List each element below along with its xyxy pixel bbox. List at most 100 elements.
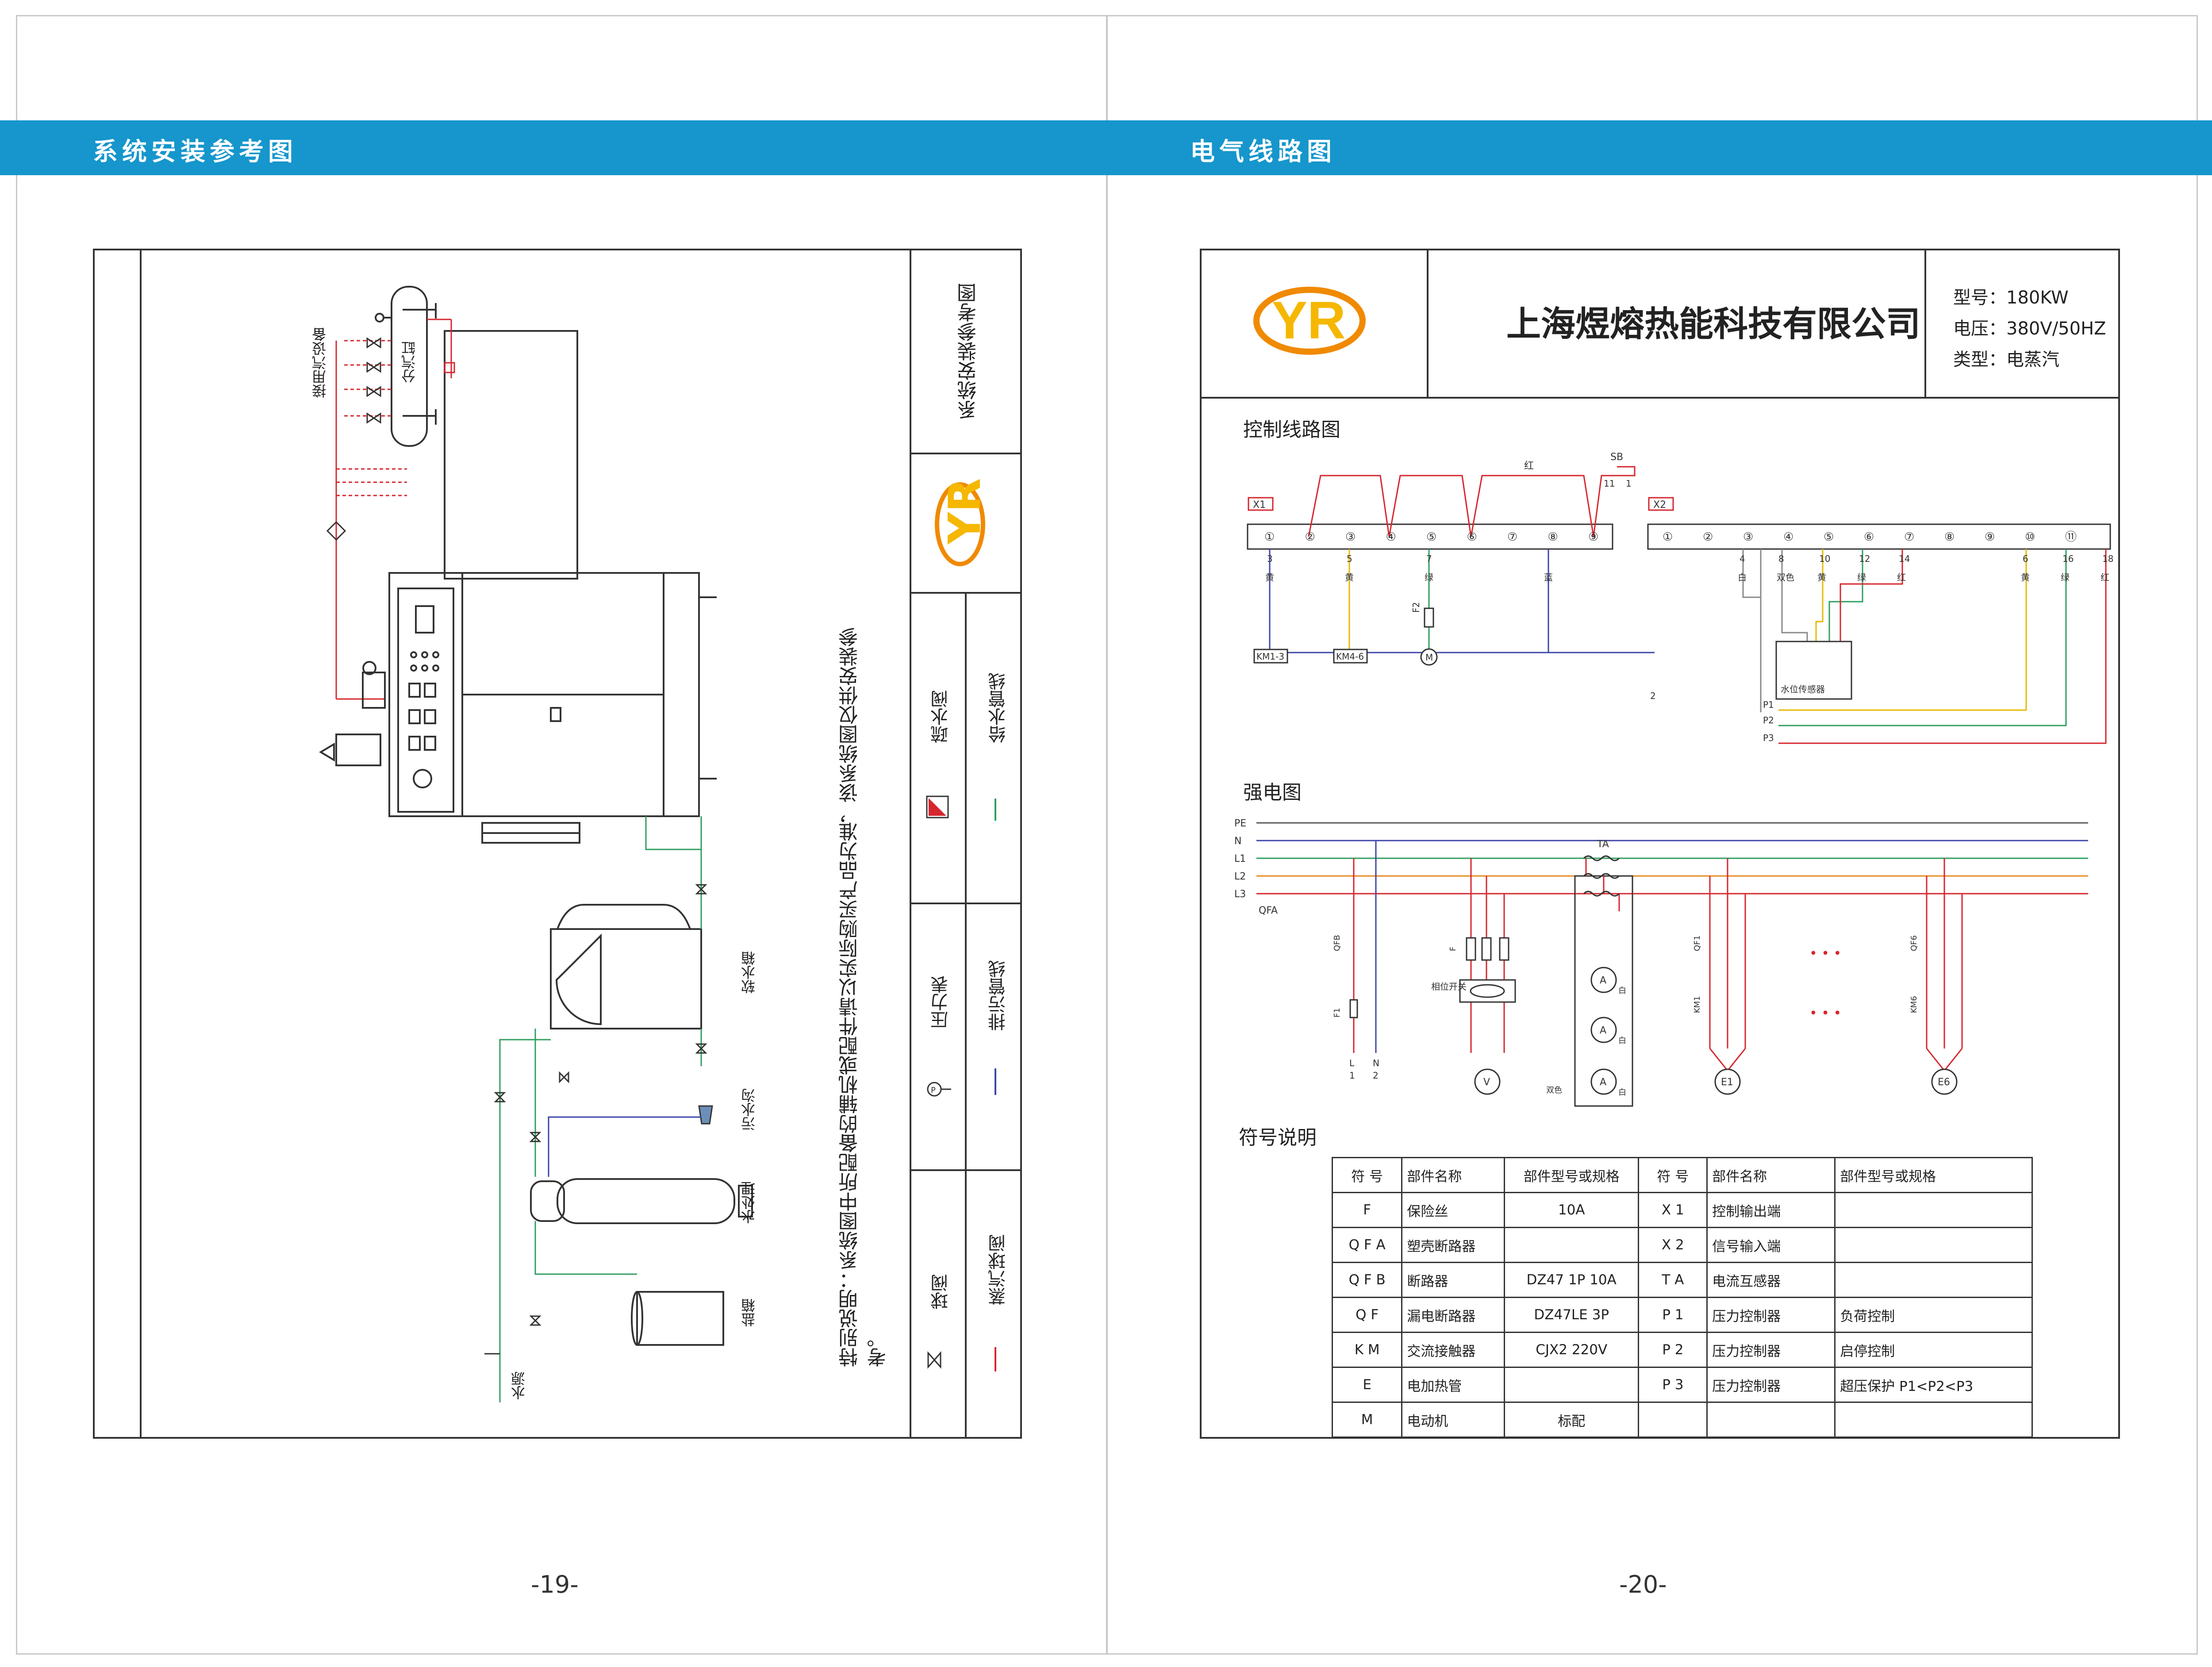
company-name: 上海煜熔热能科技有限公司 bbox=[1506, 304, 1921, 344]
label-source: 水源 bbox=[511, 1371, 527, 1400]
x1-wire-num-2: 5 bbox=[1347, 553, 1352, 564]
table-cell: 压力控制器 bbox=[1706, 1332, 1836, 1368]
p1-label: P1 bbox=[1763, 699, 1774, 710]
table-cell: 电动机 bbox=[1401, 1402, 1505, 1438]
x1-wire-num-1: 3 bbox=[1267, 553, 1273, 564]
x1-wire-color-1: 黄 bbox=[1265, 572, 1274, 583]
symbol-table-header-cell: 符 号 bbox=[1331, 1157, 1403, 1193]
x1-wire-color-3: 绿 bbox=[1425, 572, 1433, 583]
term-l: L bbox=[1349, 1058, 1355, 1068]
x2-terminal-6: ⑥ bbox=[1864, 530, 1874, 544]
power-circuit: PE N L1 L2 L3 QFA TA QFB F1 L N 1 2 F 相位 bbox=[1234, 818, 2088, 1107]
x2-wire-num-3: 10 bbox=[1819, 553, 1830, 564]
white-3: 白 bbox=[1618, 1088, 1626, 1097]
bus-end-label: 2 bbox=[1650, 691, 1656, 701]
x2-wire-color-4: 绿 bbox=[1857, 572, 1866, 583]
sb-label: SB bbox=[1610, 452, 1623, 463]
table-cell bbox=[1503, 1227, 1640, 1263]
table-cell: P 2 bbox=[1638, 1332, 1708, 1368]
x2-terminal-8: ⑧ bbox=[1944, 530, 1955, 544]
right-page-number: -20- bbox=[1619, 1571, 1667, 1598]
pressure-gauge-icon: P bbox=[927, 1082, 951, 1097]
header-divider-h bbox=[1200, 397, 2120, 399]
section-power-title: 强电图 bbox=[1243, 781, 1302, 804]
x2-terminal-7: ⑦ bbox=[1904, 530, 1914, 544]
table-cell: 交流接触器 bbox=[1401, 1332, 1505, 1368]
x1-terminal-8: ⑧ bbox=[1548, 530, 1558, 544]
legend-name-gauge: 压力表 bbox=[931, 976, 951, 1029]
x2-wire-color-5: 红 bbox=[1897, 572, 1906, 583]
table-cell: CJX2 220V bbox=[1503, 1332, 1640, 1368]
km46-label: KM4-6 bbox=[1336, 651, 1364, 662]
table-cell: 启停控制 bbox=[1834, 1332, 2033, 1368]
x1-wire-color-4: 蓝 bbox=[1544, 572, 1553, 583]
x2-wire-color-2: 双色 bbox=[1777, 572, 1794, 583]
table-cell bbox=[1834, 1402, 2033, 1438]
qfa-label: QFA bbox=[1259, 905, 1278, 916]
header-divider-v2 bbox=[1924, 249, 1926, 398]
motor-label: M bbox=[1425, 652, 1433, 663]
symbol-table-header-cell: 部件型号或规格 bbox=[1503, 1157, 1640, 1193]
table-cell: 信号输入端 bbox=[1706, 1227, 1836, 1263]
f2-label: F2 bbox=[1411, 602, 1421, 613]
label-salt: 盐箱 bbox=[741, 1298, 757, 1327]
table-cell: 10A bbox=[1503, 1192, 1640, 1228]
table-cell: 电加热管 bbox=[1401, 1367, 1505, 1403]
x2-wire-num-1: 4 bbox=[1740, 553, 1745, 564]
type-spec: 类型：电蒸汽 bbox=[1953, 350, 2059, 370]
yr-logo: YR bbox=[1253, 287, 1366, 355]
table-cell: Q F bbox=[1331, 1297, 1403, 1333]
model-spec: 型号：180KW bbox=[1953, 288, 2069, 308]
title-band bbox=[0, 120, 2212, 175]
x2-wire-color-1: 白 bbox=[1738, 572, 1747, 583]
x2-wire-num-6: 6 bbox=[2023, 553, 2028, 564]
p3-label: P3 bbox=[1763, 733, 1774, 743]
symbol-table-header-cell: 部件名称 bbox=[1401, 1157, 1505, 1193]
white-2: 白 bbox=[1618, 1036, 1626, 1045]
ammeter-3: A bbox=[1600, 1077, 1606, 1088]
x1-terminal-9: ⑨ bbox=[1588, 530, 1598, 544]
dots-2: • • • bbox=[1809, 1006, 1841, 1021]
x1-wire-labels: 3黄5黄7绿蓝 bbox=[1265, 553, 1553, 583]
svg-text:YR: YR bbox=[1272, 291, 1346, 350]
x2-terminal-3: ③ bbox=[1743, 530, 1753, 544]
table-cell: 压力控制器 bbox=[1706, 1297, 1836, 1333]
table-cell bbox=[1503, 1367, 1640, 1403]
sb-num-2: 1 bbox=[1626, 478, 1632, 489]
ball-valve-icon bbox=[927, 1351, 941, 1369]
ammeter-2: A bbox=[1600, 1025, 1606, 1036]
table-cell bbox=[1834, 1192, 2033, 1228]
yr-logo-small: YR bbox=[935, 478, 991, 566]
table-cell bbox=[1834, 1262, 2033, 1298]
table-cell: 断路器 bbox=[1401, 1262, 1505, 1298]
term-2: 2 bbox=[1373, 1070, 1379, 1081]
table-cell: K M bbox=[1331, 1332, 1403, 1368]
table-cell: X 2 bbox=[1638, 1227, 1708, 1263]
table-cell: 压力控制器 bbox=[1706, 1367, 1836, 1403]
table-cell: 漏电断路器 bbox=[1401, 1297, 1505, 1333]
red-label: 红 bbox=[1524, 461, 1534, 472]
x2-wire-color-8: 红 bbox=[2101, 572, 2109, 583]
left-band-title: 系统安装参考图 bbox=[93, 138, 297, 166]
bus-pe: PE bbox=[1234, 818, 1246, 829]
x2-terminal-9: ⑨ bbox=[1985, 530, 1995, 544]
x2-wire-color-3: 黄 bbox=[1817, 572, 1826, 583]
bus-l2: L2 bbox=[1234, 871, 1246, 882]
x2-terminal-10: ⑩ bbox=[2025, 530, 2035, 544]
install-note: 特别说明：系统图中所配备的辅机或配件请以实际购买产品为准，该系统图仅供安装参考。 bbox=[839, 627, 890, 1367]
table-cell bbox=[1834, 1227, 2033, 1263]
x2-terminal-1: ① bbox=[1663, 530, 1673, 544]
table-cell: 超压保护 P1<P2<P3 bbox=[1834, 1367, 2033, 1403]
label-sewer: 污水沟 bbox=[741, 1088, 757, 1131]
phase-switch-label: 相位开关 bbox=[1431, 981, 1467, 992]
voltmeter-label: V bbox=[1483, 1077, 1490, 1088]
legend-name-ballvalve: 球阀 bbox=[931, 1274, 951, 1310]
